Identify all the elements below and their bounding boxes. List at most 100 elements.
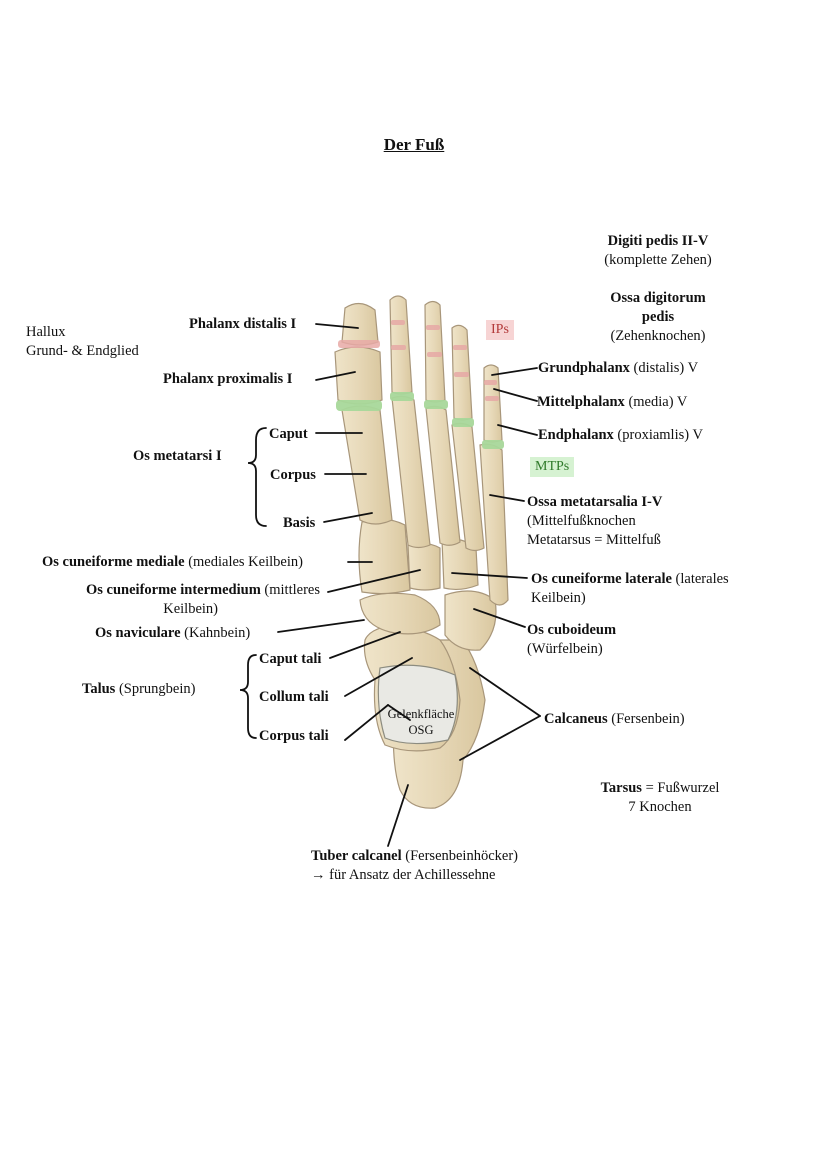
leader-phalanx-proximalis [315,371,356,381]
tuber-calcanel-label: Tuber calcanel (Fersenbeinhöcker) → für … [311,847,518,885]
talus-label: Talus (Sprungbein) [82,680,195,699]
endphalanx-label: Endphalanx (proxiamlis) V [538,426,703,445]
phalanx-proximalis-label: Phalanx proximalis I [163,371,293,387]
corpus-tali-label: Corpus tali [259,728,329,744]
cuneiforme-intermedium-rest: (mittleres [260,582,320,598]
cuneiform-intermediate-bone [407,542,441,591]
mittelphalanx-rest: (media) V [624,394,688,410]
mtp-joint-4 [452,418,474,427]
leader-calcaneus-2 [459,715,541,761]
mtp-joint-3 [424,400,448,409]
hallux-distal-phalanx [341,302,379,346]
toe-3-phalanges [424,300,446,403]
caput-label: Caput [269,426,308,442]
leader-cuboideum [473,608,526,628]
collum-tali-label: Collum tali [259,689,329,705]
leader-ossa-metatarsalia [489,494,525,502]
gelenkflaeche-line2: OSG [408,722,434,737]
ossa-digitorum-label: Ossa digitorum pedis (Zehenknochen) [585,289,731,346]
phalanx-distalis-label: Phalanx distalis I [189,316,297,332]
leader-caput-tali [329,631,401,659]
ip-joint-2b [391,345,406,350]
mtp-joint-2 [390,392,414,401]
leader-phalanx-distalis [315,323,359,329]
leader-corpus-tali-b [387,704,411,721]
cuneiforme-mediale-bold: Os cuneiforme mediale [42,554,185,570]
grundphalanx-bold: Grundphalanx [538,360,630,376]
metatarsal-1 [341,405,393,525]
leader-endphalanx [497,424,538,436]
ip-joint-3a [426,325,440,330]
osg-articular-surface [377,664,458,745]
grundphalanx-label: Grundphalanx (distalis) V [538,359,698,378]
ossa-digitorum-line2: pedis [641,308,675,325]
caput-tali-label: Caput tali [259,651,322,667]
cuboideum-label: Os cuboideum (Würfelbein) [527,621,616,659]
toe-5-phalanges [483,364,503,443]
ip-joint-hallux [338,340,380,348]
brace-os-metatarsi [247,427,267,527]
ip-joint-2a [391,320,405,325]
digiti-pedis-subtitle: (komplette Zehen) [604,251,712,268]
hallux-label-line1: Hallux [26,324,66,340]
tarsus-rest: = Fußwurzel [641,780,720,796]
naviculare-bold: Os naviculare [95,625,181,641]
leader-cuneiforme-intermedium [327,569,421,593]
tuber-bold: Tuber calcanel [311,848,402,864]
leader-corpus-tali [344,704,389,741]
ip-joint-5b [485,396,499,401]
cuneiforme-intermedium-bold: Os cuneiforme intermedium [86,582,261,598]
cuneiforme-laterale-rest: (laterales [671,571,729,587]
ips-tag: IPs [486,320,514,341]
ossa-metatarsalia-line2: (Mittelfußknochen [527,512,636,529]
leader-collum-tali [344,657,413,697]
cuneiforme-laterale-bold: Os cuneiforme laterale [531,571,672,587]
mtp-joint-5 [482,440,504,449]
grundphalanx-rest: (distalis) V [629,360,699,376]
tarsus-bold: Tarsus [600,780,642,796]
endphalanx-rest: (proxiamlis) V [613,427,703,443]
leader-cuneiforme-laterale [451,572,528,579]
page-title: Der Fuß [383,135,445,154]
tarsus-line2: 7 Knochen [628,798,692,815]
ip-joint-4a [453,345,467,350]
navicular-bone [359,592,441,635]
ossa-metatarsalia-line1: Ossa metatarsalia I-V [527,494,663,510]
ossa-digitorum-line1: Ossa digitorum [610,290,706,306]
calcaneus-rest: (Fersenbein) [607,711,685,727]
tarsus-label: Tarsus = Fußwurzel 7 Knochen [580,779,740,817]
basis-label: Basis [283,515,316,531]
leader-naviculare [277,619,365,633]
naviculare-label: Os naviculare (Kahnbein) [95,624,250,643]
cuneiforme-laterale-line2: Keilbein) [531,589,586,606]
gelenkflaeche-line1: Gelenkfläche [387,707,455,721]
endphalanx-bold: Endphalanx [538,427,614,443]
corpus-label: Corpus [270,467,316,483]
ossa-digitorum-line3: (Zehenknochen) [610,327,706,344]
calcaneus-label: Calcaneus (Fersenbein) [544,710,685,729]
tuber-rest: (Fersenbeinhöcker) [401,848,518,864]
brace-talus [239,654,257,739]
cuneiforme-mediale-label: Os cuneiforme mediale (mediales Keilbein… [42,553,303,572]
talus-bold: Talus [82,681,116,697]
ossa-metatarsalia-label: Ossa metatarsalia I-V (Mittelfußknochen … [527,493,662,550]
calcaneus-bold: Calcaneus [544,711,608,727]
hallux-label-line2: Grund- & Endglied [26,342,139,359]
mittelphalanx-label: Mittelphalanx (media) V [537,393,687,412]
mtp-joint-1 [336,400,382,411]
cuneiforme-laterale-label: Os cuneiforme laterale (laterales Keilbe… [531,570,729,608]
mittelphalanx-bold: Mittelphalanx [537,394,625,410]
metatarsal-5 [479,443,509,606]
ip-joint-3b [427,352,442,357]
naviculare-rest: (Kahnbein) [180,625,251,641]
os-metatarsi-label: Os metatarsi I [133,448,222,464]
cuboideum-bold: Os cuboideum [527,622,617,638]
leader-tuber [387,784,409,847]
leader-basis [323,512,373,523]
digiti-pedis-label: Digiti pedis II-V (komplette Zehen) [585,232,731,270]
talus-rest: (Sprungbein) [115,681,196,697]
mtps-tag: MTPs [530,457,575,478]
digiti-pedis-title: Digiti pedis II-V [607,233,709,249]
cuneiforme-intermedium-line2: Keilbein) [163,600,218,617]
